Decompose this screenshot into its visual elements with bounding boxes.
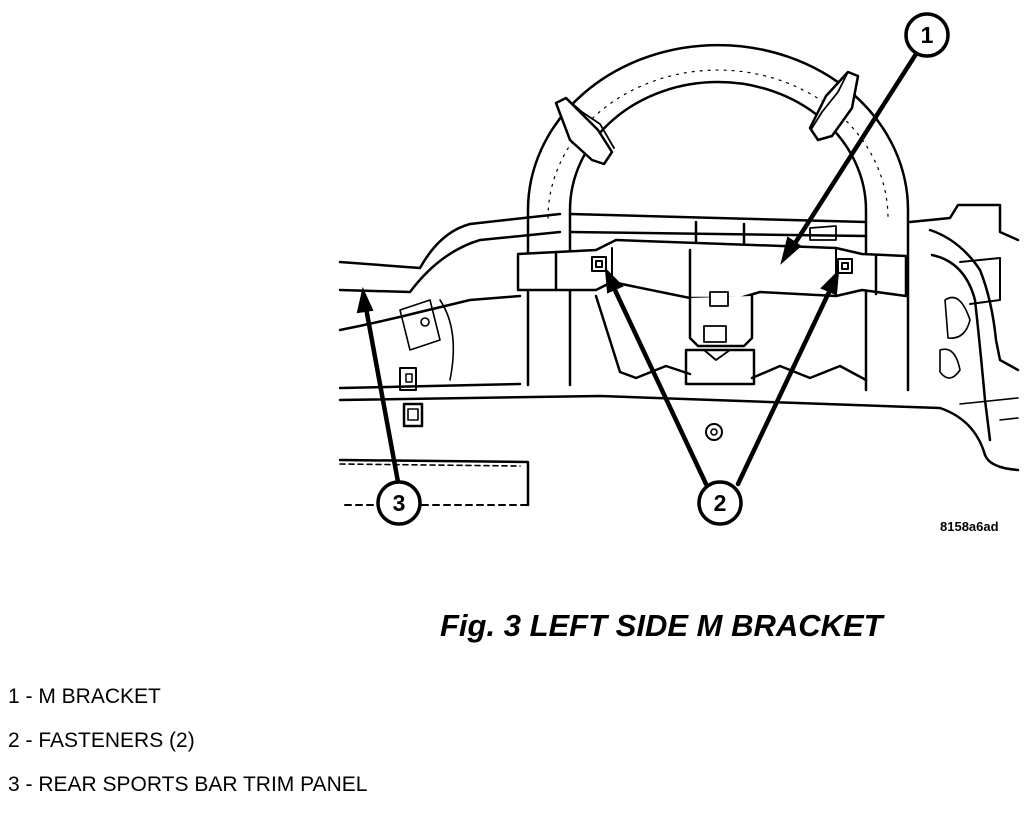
callout-1: 1 xyxy=(904,12,950,58)
quarter-panel-drawing xyxy=(908,203,1020,442)
m-bracket-drawing xyxy=(516,238,908,386)
m-bracket-illustration: 1 2 3 xyxy=(338,12,1020,526)
legend-item-1: 1 - M BRACKET xyxy=(8,685,161,708)
legend-item-3: 3 - REAR SPORTS BAR TRIM PANEL xyxy=(8,773,368,796)
legend-item-2: 2 - FASTENERS (2) xyxy=(8,729,195,752)
image-reference-code: 8158a6ad xyxy=(940,519,999,534)
leader-arrow-1 xyxy=(780,51,919,265)
callout-2: 2 xyxy=(697,480,743,526)
figure-caption: Fig. 3 LEFT SIDE M BRACKET xyxy=(440,608,883,643)
callout-3-number: 3 xyxy=(393,490,406,516)
rear-trim-panel-drawing xyxy=(338,212,1020,507)
callout-1-number: 1 xyxy=(921,22,934,48)
callout-3: 3 xyxy=(376,480,422,526)
leader-arrow-2-right xyxy=(735,269,840,487)
callout-2-number: 2 xyxy=(714,490,727,516)
leader-arrow-3 xyxy=(356,286,401,485)
fasteners-drawing xyxy=(591,256,853,274)
leader-arrow-2-left xyxy=(604,267,709,487)
legend: 1 - M BRACKET 2 - FASTENERS (2) 3 - REAR… xyxy=(8,686,367,818)
